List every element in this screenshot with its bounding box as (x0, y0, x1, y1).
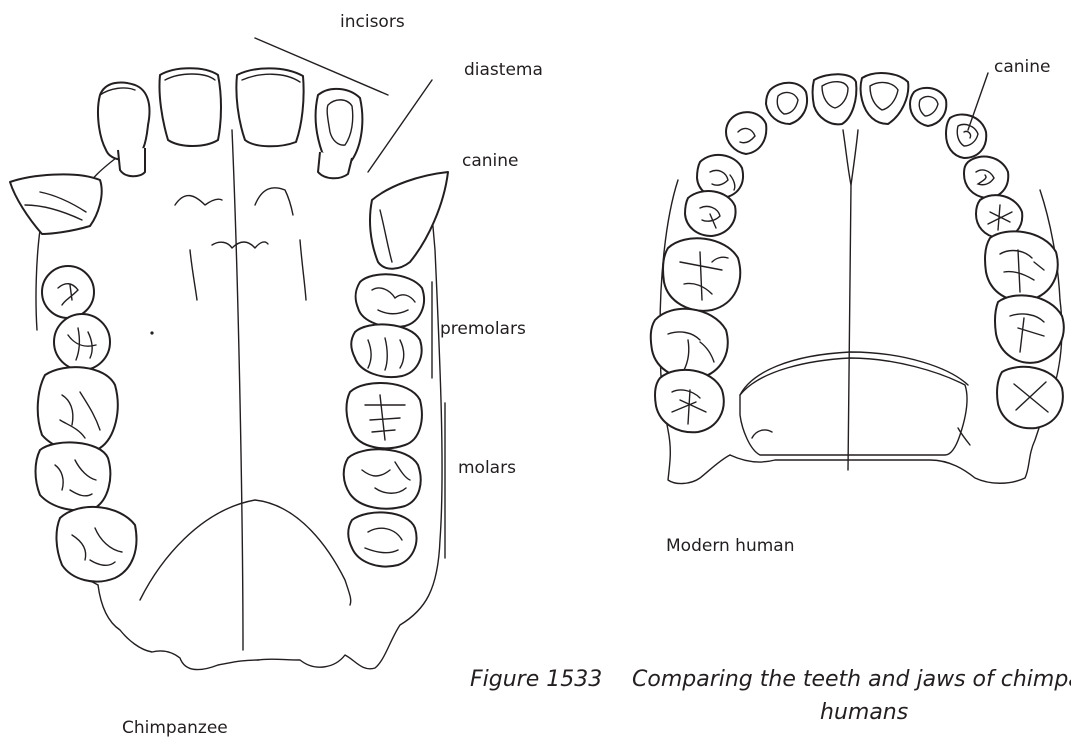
modern-human-caption: Modern human (666, 536, 795, 556)
figure-title-line2: humans (820, 700, 908, 726)
chimp-canine-label: canine (462, 151, 519, 171)
diastema-label: diastema (464, 60, 543, 80)
premolars-label: premolars (440, 319, 526, 339)
figure-number: Figure 1533 (470, 667, 602, 693)
figure-title-line1: Comparing the teeth and jaws of chimpa (632, 667, 1071, 693)
chimpanzee-caption: Chimpanzee (122, 718, 228, 738)
human-jaw (651, 73, 1064, 484)
molars-label: molars (458, 458, 516, 478)
human-canine-label: canine (994, 57, 1051, 77)
incisors-label: incisors (340, 12, 405, 32)
chimpanzee-jaw (10, 38, 448, 670)
